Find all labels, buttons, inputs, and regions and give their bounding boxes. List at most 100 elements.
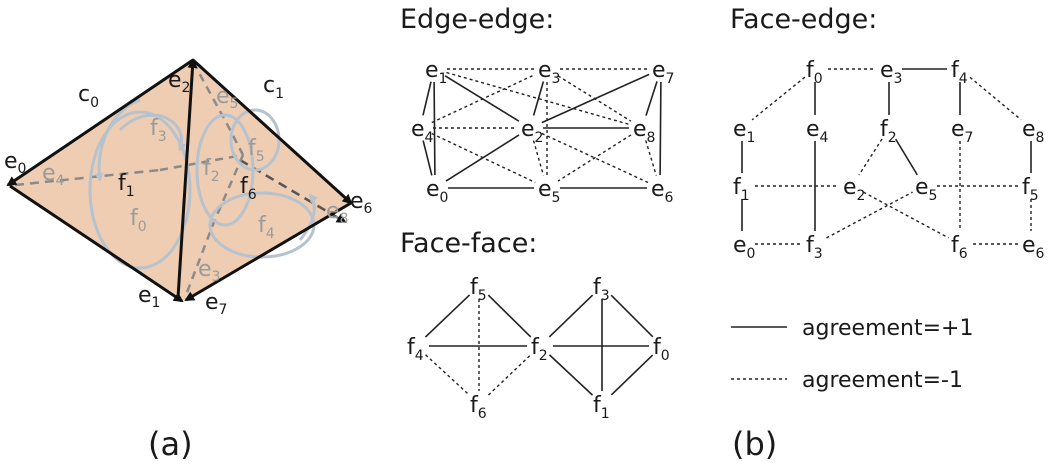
face-label-f2: f2 [203, 156, 220, 185]
legend: agreement=+1 agreement=-1 [731, 316, 973, 393]
node-f5: f5 [470, 275, 487, 304]
edge-e2-line [176, 58, 198, 299]
node-f1: f1 [593, 393, 610, 422]
edge-label-e1: e1 [138, 283, 160, 311]
edge-label-e2: e2 [168, 68, 190, 96]
dotted-link-e3-e8 [557, 75, 632, 122]
solid-link-f2-e5 [895, 138, 918, 176]
node-f6: f6 [470, 393, 487, 422]
solid-link-e7-e8 [645, 81, 658, 116]
dotted-link-e2-e6 [541, 132, 649, 184]
node-e6: e6 [1022, 233, 1045, 262]
dotted-link-e8-e6 [645, 140, 657, 176]
dotted-link-f3-e5 [826, 191, 913, 239]
node-e8: e8 [1022, 117, 1044, 146]
edge-e1-line [9, 184, 184, 303]
node-f4: f4 [407, 335, 424, 364]
panel-a: c0 c1 e0 e4 e2 e5 e6 e8 e3 e1 e7 f3 f1 f… [4, 58, 373, 463]
solid-link-e1-e4 [422, 81, 432, 116]
face-face-title: Face-face: [400, 228, 537, 259]
edge-label-e3: e3 [198, 257, 220, 285]
node-e3: e3 [538, 58, 560, 87]
mesh-fill [8, 60, 351, 300]
dotted-link-f4-e8 [969, 76, 1022, 121]
node-f5: f5 [1022, 175, 1039, 204]
node-e0: e0 [426, 177, 448, 206]
node-f3: f3 [593, 275, 610, 304]
node-e1: e1 [425, 58, 447, 87]
solid-link-e4-e0 [422, 140, 433, 176]
edge-label-e6: e6 [350, 189, 373, 217]
edge-mid-line [159, 153, 244, 172]
dotted-link-f2-e2 [858, 138, 883, 176]
caption-a: (a) [148, 425, 193, 463]
dotted-link-e2-f6 [863, 191, 949, 239]
face-label-f6: f6 [240, 174, 257, 203]
solid-link-f3-f0 [610, 294, 654, 338]
solid-link-e7-e6 [659, 81, 662, 176]
edge-e6-line [191, 58, 353, 205]
face-loops [88, 98, 318, 270]
face-label-f4: f4 [258, 213, 275, 242]
solid-link-f2-f1 [548, 354, 594, 396]
edge-label-e4: e4 [42, 161, 65, 189]
node-e2: e2 [843, 175, 865, 204]
node-f0: f0 [806, 58, 823, 87]
edge-e4-line [14, 168, 161, 187]
node-f3: f3 [806, 233, 823, 262]
solid-link-e3-e2 [532, 81, 545, 116]
node-e3: e3 [880, 58, 902, 87]
solid-link-f5-f4 [424, 294, 471, 338]
edge-e7-line [184, 201, 352, 302]
node-e7: e7 [951, 117, 973, 146]
dotted-link-f0-e1 [751, 76, 806, 121]
edge-label-e7: e7 [205, 290, 227, 318]
node-e2: e2 [521, 117, 543, 146]
dotted-link-f6-f2 [487, 354, 532, 396]
dotted-link-e8-e5 [557, 134, 632, 182]
node-f1: f1 [733, 175, 750, 204]
dotted-link-e1-e8 [446, 71, 630, 126]
solid-link-f1-f0 [610, 354, 654, 396]
node-e5: e5 [538, 177, 560, 206]
face-edge-title: Face-edge: [730, 4, 877, 35]
node-e6: e6 [651, 177, 674, 206]
node-e1: e1 [733, 117, 755, 146]
caption-b: (b) [732, 425, 777, 463]
node-e4: e4 [806, 117, 829, 146]
dotted-link-e2-e5 [532, 140, 545, 176]
face-label-f3: f3 [150, 116, 167, 145]
edge-edge-title: Edge-edge: [400, 4, 554, 35]
node-f2: f2 [531, 335, 548, 364]
cell-label-c0: c0 [78, 82, 99, 111]
face-label-f1: f1 [118, 171, 135, 200]
face-label-f5: f5 [248, 136, 265, 165]
solid-link-f3-f2 [548, 294, 594, 338]
face-edge-graph: f0 e3 f4 e1 e4 f2 e7 e8 f1 e2 e5 f5 e0 f3 f6 e6 [733, 58, 1045, 262]
dotted-link-f4-f6 [425, 354, 470, 396]
cell-label-c1: c1 [263, 73, 284, 102]
node-f6: f6 [951, 233, 968, 262]
node-e7: e7 [652, 58, 674, 87]
dotted-link-e4-e3 [431, 73, 536, 124]
legend-dotted-label: agreement=-1 [802, 368, 963, 393]
solid-link-f5-f2 [487, 294, 532, 338]
node-e4: e4 [411, 117, 434, 146]
dotted-link-e4-e5 [431, 132, 536, 184]
node-f4: f4 [951, 58, 968, 87]
face-label-f0: f0 [130, 206, 147, 235]
edge-e0-line [6, 58, 194, 187]
edge-label-e5: e5 [216, 84, 238, 112]
edge-label-e8: e8 [326, 199, 348, 227]
panel-b: Edge-edge: e0 e1 e2 e3 e4 e5 e6 e7 e8 Face-face:… [400, 4, 1045, 463]
edge-label-e0: e0 [4, 149, 26, 177]
legend-solid-label: agreement=+1 [802, 316, 973, 341]
node-e8: e8 [633, 117, 655, 146]
face-face-graph: f0 f1 f2 f3 f4 f5 f6 [407, 275, 670, 422]
edge-edge-graph: e0 e1 e2 e3 e4 e5 e6 e7 e8 [411, 58, 674, 206]
node-f0: f0 [653, 335, 670, 364]
node-e0: e0 [733, 233, 755, 262]
node-e5: e5 [915, 175, 937, 204]
node-f2: f2 [880, 117, 897, 146]
